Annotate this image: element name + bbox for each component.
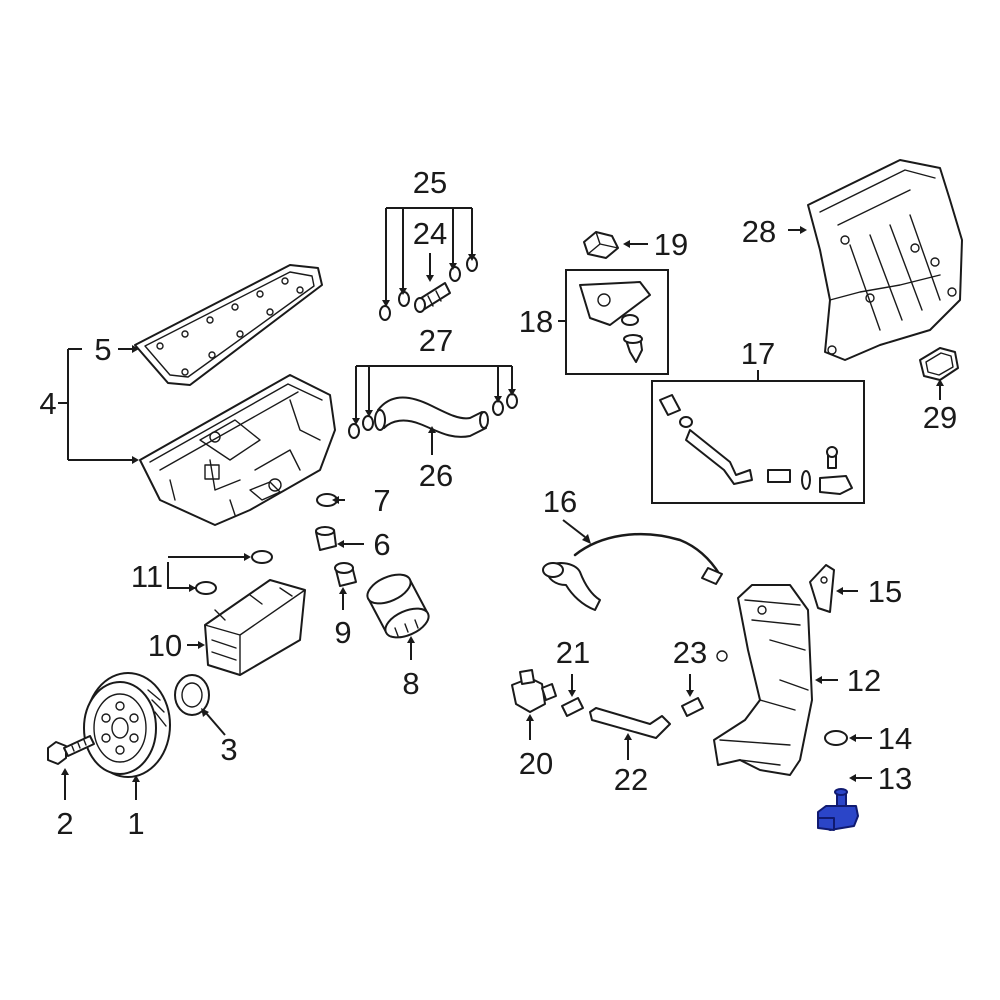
part-2-bolt[interactable] xyxy=(47,735,95,765)
callout-1: 1 xyxy=(127,806,144,841)
leader-lines xyxy=(58,207,944,800)
callout-20: 20 xyxy=(519,746,553,781)
callout-13: 13 xyxy=(878,761,912,796)
callout-2: 2 xyxy=(56,806,73,841)
part-4-oil-pan[interactable] xyxy=(139,374,336,526)
callout-25: 25 xyxy=(413,165,447,200)
part-25-o-rings[interactable] xyxy=(379,256,478,321)
callout-26: 26 xyxy=(419,458,453,493)
part-5-oil-pan-gasket[interactable] xyxy=(134,264,323,386)
part-17-hose-kit[interactable] xyxy=(651,380,865,504)
part-28-intake-manifold[interactable] xyxy=(807,159,963,361)
part-22-hose[interactable] xyxy=(589,707,671,739)
callout-17: 17 xyxy=(741,336,775,371)
part-21-connector[interactable] xyxy=(561,697,584,717)
part-3-seal[interactable] xyxy=(174,674,210,716)
callout-3: 3 xyxy=(220,732,237,767)
callout-4: 4 xyxy=(39,386,56,421)
callout-27: 27 xyxy=(419,323,453,358)
part-12-oil-separator[interactable] xyxy=(713,584,813,776)
callout-6: 6 xyxy=(373,527,390,562)
part-1-crankshaft-pulley[interactable] xyxy=(83,672,171,778)
part-11-o-ring-lower[interactable] xyxy=(195,581,217,595)
part-13-oil-level-sensor[interactable] xyxy=(817,788,859,831)
part-8-oil-filter[interactable] xyxy=(363,569,433,644)
callout-18: 18 xyxy=(519,304,553,339)
callout-11: 11 xyxy=(131,559,163,594)
callout-labels: 1 2 3 4 5 6 7 8 9 10 11 12 13 14 15 16 1… xyxy=(39,165,957,841)
callout-24: 24 xyxy=(413,216,447,251)
part-14-o-ring[interactable] xyxy=(824,730,848,746)
part-26-hose[interactable] xyxy=(374,396,489,438)
part-24-tube[interactable] xyxy=(414,282,451,313)
callout-14: 14 xyxy=(878,721,912,756)
callout-23: 23 xyxy=(673,635,707,670)
part-19-cap[interactable] xyxy=(583,231,619,259)
part-23-connector[interactable] xyxy=(681,697,704,717)
part-29-gasket[interactable] xyxy=(919,347,959,381)
part-15-bracket[interactable] xyxy=(809,564,835,613)
callout-10: 10 xyxy=(148,628,182,663)
callout-8: 8 xyxy=(402,666,419,701)
callout-7: 7 xyxy=(373,483,390,518)
callout-19: 19 xyxy=(654,227,688,262)
callout-16: 16 xyxy=(543,484,577,519)
part-6-drain-plug[interactable] xyxy=(315,526,337,551)
part-18-bracket-kit[interactable] xyxy=(565,269,669,375)
callout-21: 21 xyxy=(556,635,590,670)
callout-28: 28 xyxy=(742,214,776,249)
part-11-o-ring-upper[interactable] xyxy=(251,550,273,564)
callout-22: 22 xyxy=(614,762,648,797)
part-20-valve[interactable] xyxy=(511,669,557,713)
part-9-fitting[interactable] xyxy=(334,562,357,587)
callout-29: 29 xyxy=(923,400,957,435)
callout-15: 15 xyxy=(868,574,902,609)
part-16-dipstick[interactable] xyxy=(542,532,723,611)
callout-9: 9 xyxy=(334,615,351,650)
callout-5: 5 xyxy=(94,332,111,367)
callout-12: 12 xyxy=(847,663,881,698)
part-10-oil-cooler[interactable] xyxy=(204,579,306,676)
